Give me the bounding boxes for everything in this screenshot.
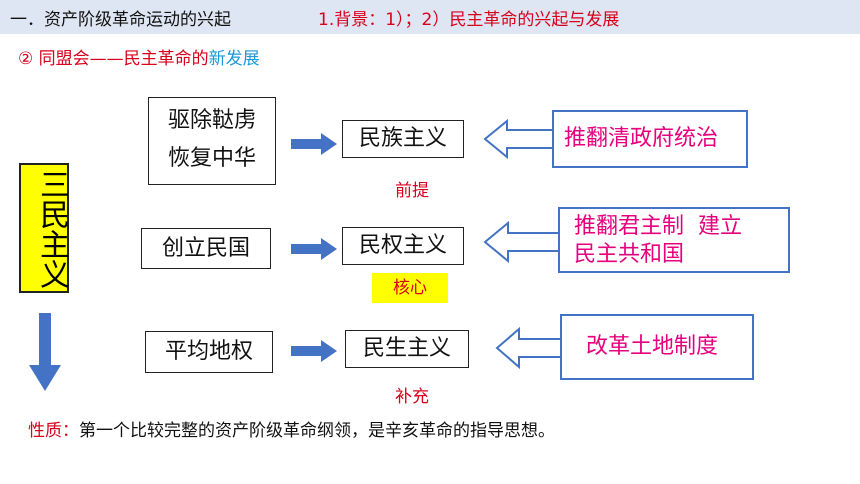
nature-text: 第一个比较完整的资产阶级革命纲领，是辛亥革命的指导思想。 bbox=[79, 421, 555, 441]
principle-box-2: 民权主义 bbox=[342, 227, 464, 265]
meaning-2-line-1: 推翻君主制 建立 bbox=[574, 214, 742, 239]
topic-heading: 1.背景：1）；2）民主革命的兴起与发展 bbox=[318, 10, 620, 30]
right-arrow-icon bbox=[291, 238, 337, 260]
three-principles-title: 三民主义 bbox=[19, 163, 69, 293]
left-arrow-icon bbox=[495, 326, 566, 370]
left-arrow-icon bbox=[483, 220, 560, 264]
principle-box-1: 民族主义 bbox=[342, 120, 464, 158]
down-arrow-icon bbox=[29, 313, 61, 391]
left-arrow-icon bbox=[483, 118, 554, 160]
right-arrow-icon bbox=[291, 340, 337, 362]
role-label-3: 补充 bbox=[395, 387, 429, 407]
header-bar bbox=[0, 0, 860, 34]
source-box-3: 平均地权 bbox=[145, 331, 273, 373]
meaning-box-1: 推翻清政府统治 bbox=[552, 110, 748, 168]
nature-statement: 性质：第一个比较完整的资产阶级革命纲领，是辛亥革命的指导思想。 bbox=[28, 416, 555, 441]
principle-box-3: 民生主义 bbox=[345, 330, 469, 368]
right-arrow-icon bbox=[291, 133, 337, 155]
subtitle: ② 同盟会——民主革命的新发展 bbox=[18, 44, 260, 69]
meaning-box-2: 推翻君主制 建立 民主共和国 bbox=[558, 207, 790, 273]
nature-label: 性质： bbox=[28, 421, 79, 441]
meaning-2-line-2: 民主共和国 bbox=[574, 242, 685, 267]
source-box-1: 驱除鞑虏 恢复中华 bbox=[148, 97, 276, 185]
role-label-2: 核心 bbox=[372, 273, 448, 303]
source-1-line-1: 驱除鞑虏 bbox=[167, 108, 256, 133]
section-heading: 一．资产阶级革命运动的兴起 bbox=[10, 10, 231, 30]
subtitle-prefix: ② 同盟会——民主革命的 bbox=[18, 49, 209, 69]
source-1-line-2: 恢复中华 bbox=[167, 146, 256, 171]
meaning-box-3: 改革土地制度 bbox=[560, 314, 754, 380]
source-box-2: 创立民国 bbox=[141, 228, 271, 269]
subtitle-highlight: 新发展 bbox=[208, 49, 260, 69]
role-label-1: 前提 bbox=[395, 181, 429, 201]
